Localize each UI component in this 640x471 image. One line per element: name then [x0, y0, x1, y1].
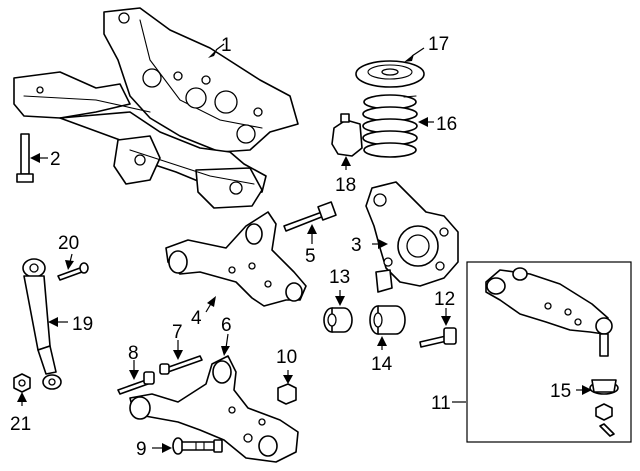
steering-knuckle — [365, 181, 459, 293]
knuckle-bolt — [283, 201, 337, 232]
ball-joint-boot — [589, 379, 619, 437]
callout-5: 5 — [305, 246, 316, 267]
lower-arm-bolt-c — [172, 437, 223, 455]
lower-arm-bolt-b — [117, 371, 155, 395]
upper-control-arm — [165, 211, 307, 307]
callout-4: 4 — [191, 308, 202, 329]
callout-2: 2 — [50, 149, 61, 170]
callout-19: 19 — [72, 314, 93, 335]
crossmember-frame — [13, 7, 299, 209]
bushing-large — [369, 305, 406, 335]
lower-control-arm — [129, 355, 299, 463]
shock-absorber — [22, 258, 62, 390]
callout-15: 15 — [550, 381, 571, 402]
coil-spring — [362, 94, 418, 158]
callout-18: 18 — [335, 175, 356, 196]
callout-7: 7 — [172, 322, 183, 343]
callout-9: 9 — [136, 439, 147, 460]
callout-13: 13 — [329, 267, 350, 288]
callout-16: 16 — [436, 114, 457, 135]
callout-20: 20 — [58, 233, 79, 254]
callout-1: 1 — [221, 35, 232, 56]
callout-11: 11 — [431, 393, 451, 414]
lower-arm-assembly-box — [466, 261, 632, 443]
shock-nut — [13, 373, 31, 393]
callout-labels: 1 2 3 4 5 6 7 8 9 10 11 12 13 14 15 16 1… — [10, 34, 571, 460]
cam-bolt — [419, 327, 457, 348]
lower-arm-assembly — [485, 267, 613, 357]
callout-21: 21 — [10, 414, 31, 435]
frame-bolt — [16, 133, 34, 183]
shock-upper-bolt — [57, 262, 89, 281]
leader-lines — [17, 43, 592, 453]
callout-17: 17 — [428, 34, 449, 55]
callout-3: 3 — [351, 235, 362, 256]
lower-arm-bushing — [277, 383, 297, 405]
spring-insulator — [355, 60, 425, 88]
callout-8: 8 — [128, 343, 139, 364]
lower-arm-bolt-a — [159, 355, 203, 375]
bushing-small — [323, 307, 353, 333]
callout-12: 12 — [434, 289, 455, 310]
callout-10: 10 — [276, 347, 297, 368]
callout-6: 6 — [221, 315, 232, 336]
bump-stop — [331, 113, 363, 157]
callout-14: 14 — [371, 354, 393, 375]
